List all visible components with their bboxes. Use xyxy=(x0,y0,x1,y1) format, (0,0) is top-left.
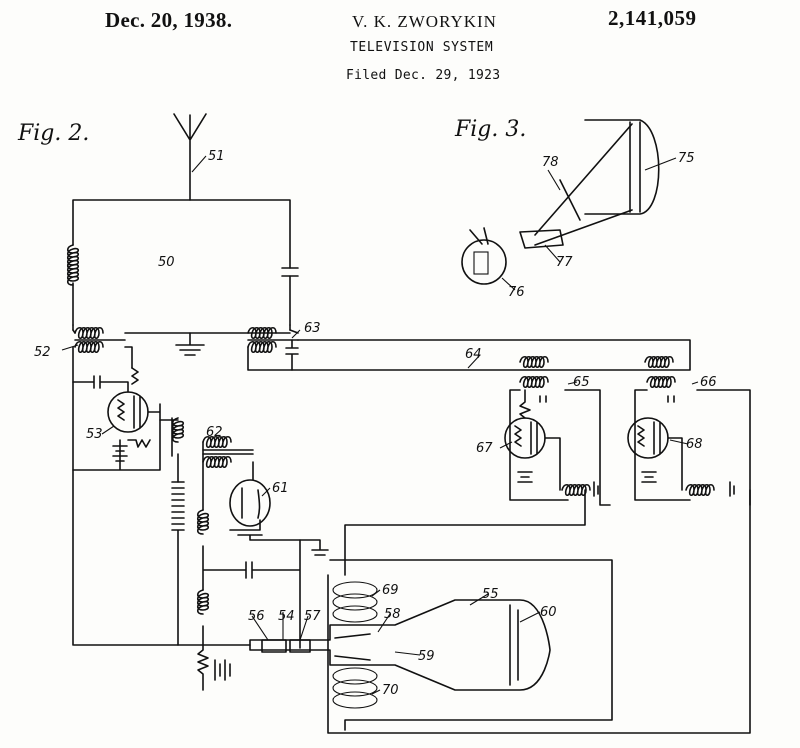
label-63: 63 xyxy=(304,321,321,336)
label-54: 54 xyxy=(278,609,295,624)
label-55: 55 xyxy=(482,587,499,602)
filing-date: Filed Dec. 29, 1923 xyxy=(346,68,501,83)
label-68: 68 xyxy=(686,437,703,452)
deflection-coils-69-70 xyxy=(327,489,751,734)
label-77: 77 xyxy=(556,255,573,270)
antenna-icon xyxy=(173,113,207,201)
lens-77 xyxy=(519,123,633,249)
projection-screen-75 xyxy=(584,119,660,215)
figure-2-title: Fig. 2. xyxy=(17,121,89,146)
label-60: 60 xyxy=(540,605,557,620)
label-75: 75 xyxy=(678,151,695,166)
label-61: 61 xyxy=(272,481,289,496)
label-62: 62 xyxy=(206,425,223,440)
label-57: 57 xyxy=(304,609,321,624)
ground-icon xyxy=(175,332,205,356)
label-69: 69 xyxy=(382,583,399,598)
amplifier-tube-67 xyxy=(504,375,611,506)
inventor-name: V. K. ZWORYKIN xyxy=(352,12,497,31)
lamp-76 xyxy=(461,227,507,285)
patent-date: Dec. 20, 1938. xyxy=(105,8,233,32)
label-65: 65 xyxy=(573,375,590,390)
label-70: 70 xyxy=(382,683,399,698)
label-67: 67 xyxy=(476,441,493,456)
rectifier-tube-61 xyxy=(229,479,329,556)
figure-3-title: Fig. 3. xyxy=(454,117,526,142)
label-52: 52 xyxy=(34,345,51,360)
patent-title: TELEVISION SYSTEM xyxy=(350,40,494,55)
transformer-62 xyxy=(202,435,254,511)
label-66: 66 xyxy=(700,375,717,390)
label-53: 53 xyxy=(86,427,103,442)
label-51: 51 xyxy=(208,149,225,164)
patent-number: 2,141,059 xyxy=(608,6,697,30)
label-59: 59 xyxy=(418,649,435,664)
coupling-circuit-63-64 xyxy=(247,339,691,371)
tuned-circuit-50 xyxy=(66,199,299,354)
filter-network xyxy=(196,509,301,691)
label-58: 58 xyxy=(384,607,401,622)
label-50: 50 xyxy=(158,255,175,270)
label-64: 64 xyxy=(465,347,482,362)
amplifier-tube-68 xyxy=(627,375,751,506)
label-76: 76 xyxy=(508,285,525,300)
label-56: 56 xyxy=(248,609,265,624)
label-78: 78 xyxy=(542,155,559,170)
amplifier-tube-53 xyxy=(72,346,185,646)
